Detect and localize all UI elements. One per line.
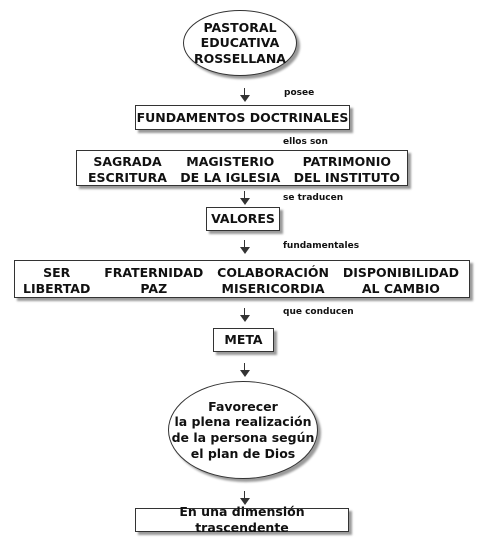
pastoral-educativa-node: PASTORAL EDUCATIVA ROSSELLANA <box>183 10 297 76</box>
fuente-iglesia: DE LA IGLESIA <box>180 169 281 185</box>
connector-fundamentales: fundamentales <box>283 241 360 251</box>
connector-que-conducen: que conducen <box>283 307 354 317</box>
fuentes-node: SAGRADA ESCRITURA MAGISTERIO DE LA IGLES… <box>76 150 408 186</box>
node-line: ROSSELLANA <box>194 50 286 66</box>
arrow-down <box>240 491 250 505</box>
valor-colaboracion: COLABORACIÓN <box>217 265 329 280</box>
fuente-magisterio: MAGISTERIO <box>186 154 275 169</box>
connector-ellos-son: ellos son <box>283 137 328 147</box>
valor-misericordia: MISERICORDIA <box>221 280 325 296</box>
fuente-sagrada: SAGRADA <box>93 154 162 169</box>
node-label: FUNDAMENTOS DOCTRINALES <box>136 109 349 125</box>
node-line: el plan de Dios <box>190 445 296 461</box>
valor-libertad: LIBERTAD <box>23 280 91 296</box>
valor-paz: PAZ <box>140 280 168 296</box>
arrow-down <box>240 240 250 254</box>
valores-node: VALORES <box>206 207 280 231</box>
node-line: EDUCATIVA <box>200 35 280 51</box>
arrow-down <box>240 191 250 205</box>
valor-al-cambio: AL CAMBIO <box>361 280 440 296</box>
arrow-down <box>240 308 250 322</box>
fuente-instituto: DEL INSTITUTO <box>293 169 400 185</box>
connector-se-traducen: se traducen <box>283 193 344 203</box>
favorecer-node: Favorecer la plena realización de la per… <box>168 381 318 479</box>
node-label: En una dimensión trascendente <box>179 504 305 535</box>
arrow-down <box>240 88 250 102</box>
node-line: PASTORAL <box>203 19 277 35</box>
node-label: VALORES <box>211 211 275 227</box>
valor-fraternidad: FRATERNIDAD <box>104 265 204 280</box>
node-label: META <box>224 332 263 348</box>
meta-node: META <box>213 328 274 352</box>
fuente-escritura: ESCRITURA <box>88 169 167 185</box>
node-line: Favorecer <box>208 398 278 414</box>
fuente-patrimonio: PATRIMONIO <box>302 154 391 169</box>
dimension-node: En una dimensión trascendente <box>135 504 349 535</box>
node-line: la plena realización <box>174 414 312 430</box>
valores-lista-node: SER LIBERTAD FRATERNIDAD PAZ COLABORACIÓ… <box>14 260 470 298</box>
fundamentos-doctrinales-node: FUNDAMENTOS DOCTRINALES <box>135 105 350 130</box>
arrow-down <box>240 363 250 377</box>
valor-ser: SER <box>43 265 71 280</box>
connector-posee: posee <box>284 88 315 98</box>
node-line: de la persona según <box>171 430 315 445</box>
valor-disponibilidad: DISPONIBILIDAD <box>342 265 459 280</box>
